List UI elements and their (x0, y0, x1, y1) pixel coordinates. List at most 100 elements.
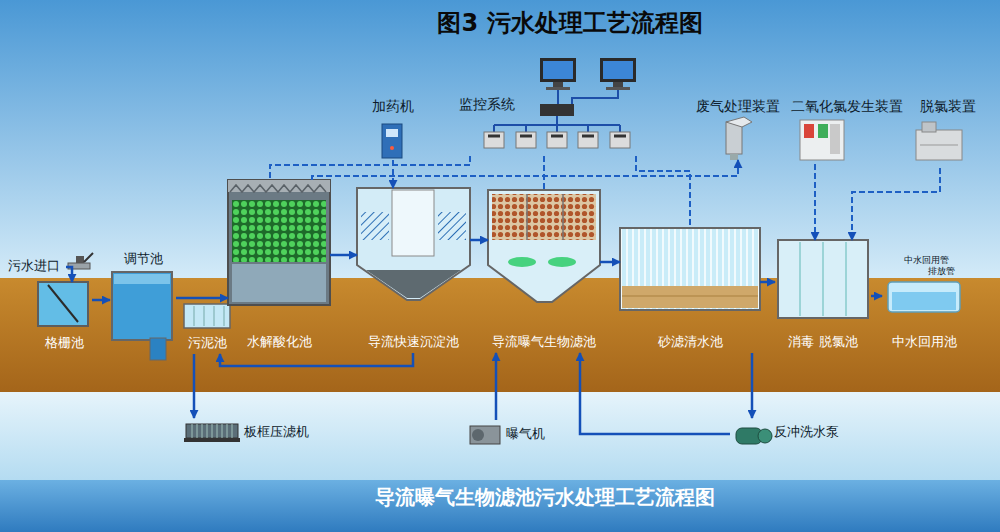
pipe-connector (176, 297, 228, 300)
pipe-connector (600, 261, 620, 264)
equipment-unit: 曝气机 (466, 420, 556, 448)
tank-unit: 水解酸化池 (228, 180, 330, 353)
feeder (922, 122, 936, 132)
node-label: 导流快速沉淀池 (368, 335, 459, 350)
tank-red (804, 124, 814, 138)
blower (470, 426, 500, 444)
controller (484, 132, 504, 148)
tank-body (778, 240, 868, 318)
label-holder: 中水回用管 (904, 255, 949, 265)
pipe-label: 排放管 (928, 266, 955, 276)
equipment-unit: 脱氯装置 (908, 98, 988, 168)
stack-base (730, 154, 738, 160)
air-diffuser (508, 257, 536, 267)
screen (543, 61, 573, 79)
pipe-connector (470, 239, 488, 242)
sky-ground (0, 0, 1000, 280)
biofilter-tank (488, 190, 600, 302)
sludge-tank (184, 304, 230, 328)
filler-media (232, 200, 326, 262)
node-label: 调节池 (124, 252, 163, 267)
valve-handle (84, 253, 93, 262)
press-body (186, 424, 238, 438)
tank-cover (228, 180, 330, 192)
pipe-label: 中水回用管 (904, 255, 949, 265)
hydrolysis-tank (228, 180, 330, 305)
tank-body (38, 282, 88, 326)
blower-body (470, 426, 500, 444)
blower-fan (472, 429, 484, 441)
node-label: 污泥池 (188, 336, 227, 351)
tank-body (184, 304, 230, 328)
controller (516, 132, 536, 148)
water-surface (114, 274, 170, 284)
equipment-unit: 废气处理装置 (692, 98, 784, 160)
tank-unit: 导流快速沉淀池 (357, 188, 470, 353)
pipe-connector (751, 353, 754, 418)
equipment-unit: 反冲洗水泵 (730, 418, 860, 446)
equipment-unit: 加药机 (366, 98, 420, 160)
tank-unit: 消毒 脱氯池 (775, 240, 871, 353)
tank-body (488, 190, 600, 302)
pipe-connector (636, 156, 690, 228)
stack (726, 122, 742, 154)
sand-line (622, 296, 758, 297)
node-label: 监控系统 (459, 96, 515, 112)
lamp (390, 146, 394, 150)
exhaust-unit (726, 117, 752, 160)
screen (603, 61, 633, 79)
node-label: 加药机 (372, 98, 414, 114)
monitor (540, 58, 576, 82)
pipe-connector (66, 267, 72, 282)
node-label: 板框压滤机 (244, 425, 309, 440)
monitor-base (606, 87, 630, 90)
cabinet (916, 130, 962, 160)
node-label: 废气处理装置 (696, 98, 780, 114)
water (892, 292, 956, 310)
chlorine-dioxide-generator (800, 120, 844, 160)
sand-filter-tank (620, 228, 760, 310)
pipe-connector (871, 295, 882, 298)
pipe-connector (760, 281, 775, 284)
diagram-title: 图3 污水处理工艺流程图 (300, 10, 840, 38)
panel (386, 129, 398, 137)
title-holder: 图3 污水处理工艺流程图 (300, 10, 840, 38)
node-label: 中水回用池 (892, 335, 957, 350)
pipe-connector (543, 156, 545, 190)
cabinet (800, 120, 844, 160)
pump-volute (758, 429, 772, 443)
center-tube (392, 190, 434, 256)
baffles (800, 242, 846, 316)
tank-unit: 中水回用池 (882, 278, 966, 353)
partitions (527, 194, 563, 240)
pipe-connector (580, 353, 730, 434)
controller-display (488, 135, 626, 138)
node-label: 反冲洗水泵 (774, 425, 839, 440)
dosing-machine (382, 124, 402, 158)
server (540, 104, 574, 116)
controller (547, 132, 567, 148)
dechlorination-unit (916, 122, 962, 160)
tank-body (888, 282, 960, 312)
node-label: 砂滤清水池 (658, 335, 723, 350)
controller (610, 132, 630, 148)
tank-unit: 污泥池 (180, 304, 234, 354)
tank-unit: 调节池 (110, 252, 176, 348)
node-label: 格栅池 (45, 336, 84, 351)
label-holder: 排放管 (928, 266, 955, 276)
tank-unit: 格栅池 (36, 282, 92, 354)
tank-green (818, 124, 828, 138)
tank-body (620, 228, 760, 310)
cover-zigzag (230, 185, 326, 192)
monitor (600, 58, 636, 82)
inclined-plates (361, 212, 389, 240)
air-diffuser (548, 257, 576, 267)
equipment-unit: 二氧化氯发生装置 (787, 98, 907, 164)
tank-body (228, 180, 330, 305)
caption-holder: 导流曝气生物滤池污水处理工艺流程图 (275, 486, 815, 509)
inlet-point: 污水进口 (2, 258, 66, 277)
pipe-connector (312, 160, 738, 180)
reactor (830, 124, 840, 154)
inclined-plates (438, 212, 466, 240)
